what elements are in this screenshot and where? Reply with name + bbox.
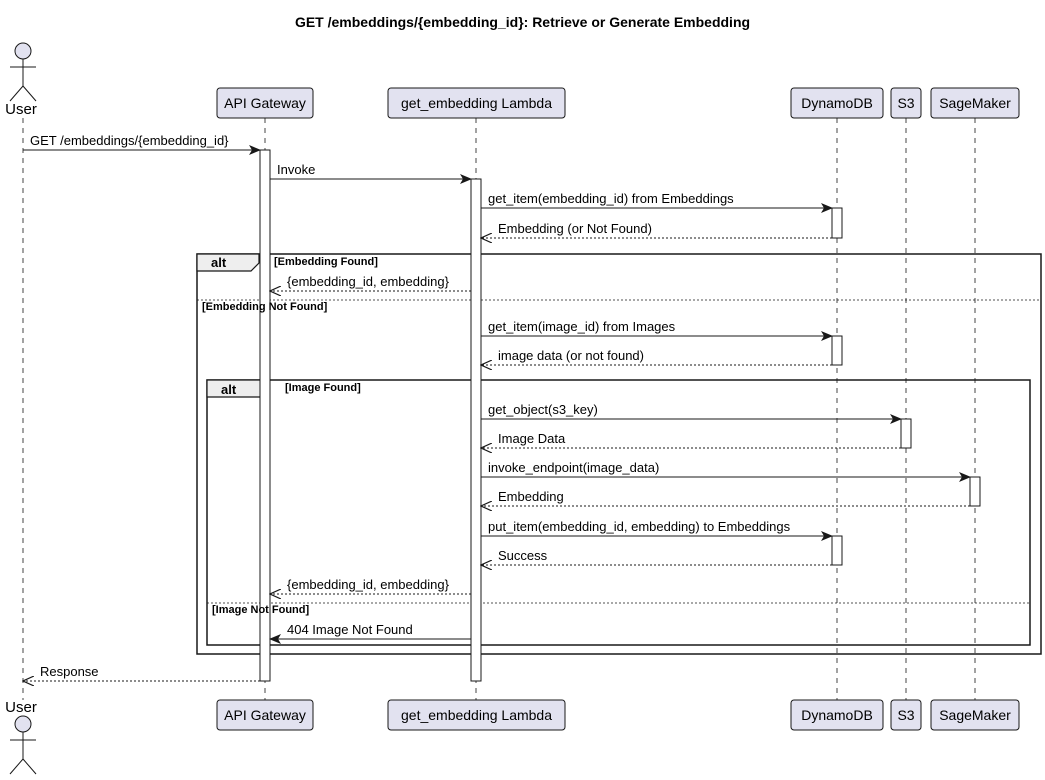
activation-bar-sm-5	[969, 476, 981, 507]
participant-name-s3-bottom: S3	[897, 707, 915, 723]
actor-name-top: User	[5, 101, 37, 118]
alt-keyword-1: alt	[221, 382, 237, 397]
message-label-11: put_item(embedding_id, embedding) to Emb…	[488, 519, 791, 534]
message-label-2: get_item(embedding_id) from Embeddings	[488, 191, 734, 206]
diagram-title: GET /embeddings/{embedding_id}: Retrieve…	[294, 14, 751, 30]
message-label-13: {embedding_id, embedding}	[287, 577, 449, 592]
participant-box-api-bottom	[216, 699, 314, 731]
message-label-8: Image Data	[498, 431, 566, 446]
activation-bar-s3-4	[900, 418, 912, 449]
message-label-3: Embedding (or Not Found)	[498, 221, 652, 236]
alt-guard-1-0: [Image Found]	[285, 382, 361, 394]
participant-name-lambda-top: get_embedding Lambda	[400, 95, 553, 111]
message-label-4: {embedding_id, embedding}	[287, 274, 449, 289]
message-label-6: image data (or not found)	[498, 348, 644, 363]
message-label-9: invoke_endpoint(image_data)	[488, 460, 660, 475]
message-label-5: get_item(image_id) from Images	[488, 319, 676, 334]
actor-leg-left-bottom	[9, 758, 24, 775]
activation-bar-ddb-2	[831, 207, 843, 239]
actor-name-bottom: User	[5, 699, 37, 716]
alt-guard-1-1: [Image Not Found]	[212, 604, 310, 616]
message-label-10: Embedding	[498, 489, 564, 504]
actor-leg-right-bottom	[22, 758, 37, 775]
activation-bar-api-0	[259, 149, 271, 682]
participant-name-s3-top: S3	[897, 95, 915, 111]
activation-bar-ddb-6	[831, 535, 843, 566]
participant-box-s3-top	[890, 87, 922, 119]
activation-bar-ddb-3	[831, 335, 843, 366]
message-label-14: 404 Image Not Found	[287, 622, 413, 637]
participant-name-sm-bottom: SageMaker	[939, 707, 1011, 723]
participant-box-lambda-top	[387, 87, 566, 119]
participant-box-sm-bottom	[930, 699, 1020, 731]
participant-name-api-bottom: API Gateway	[224, 707, 306, 723]
participant-box-ddb-bottom	[790, 699, 884, 731]
participant-name-sm-top: SageMaker	[939, 95, 1011, 111]
actor-leg-right-top	[22, 85, 37, 102]
alt-fragment-1	[206, 379, 1031, 646]
message-label-7: get_object(s3_key)	[488, 402, 598, 417]
participant-name-ddb-bottom: DynamoDB	[801, 707, 873, 723]
participant-box-s3-bottom	[890, 699, 922, 731]
participant-box-sm-top	[930, 87, 1020, 119]
alt-keyword-0: alt	[211, 255, 227, 270]
participant-box-lambda-bottom	[387, 699, 566, 731]
participant-box-api-top	[216, 87, 314, 119]
message-label-15: Response	[40, 664, 99, 679]
participant-box-ddb-top	[790, 87, 884, 119]
alt-guard-0-1: [Embedding Not Found]	[202, 301, 328, 313]
message-label-0: GET /embeddings/{embedding_id}	[30, 133, 229, 148]
message-label-12: Success	[498, 548, 548, 563]
alt-guard-0-0: [Embedding Found]	[274, 256, 378, 268]
participant-name-api-top: API Gateway	[224, 95, 306, 111]
alt-fragment-0	[196, 253, 1042, 655]
actor-leg-left-top	[9, 85, 24, 102]
alt-fragment-tab-0	[196, 253, 260, 272]
message-label-1: Invoke	[277, 162, 316, 177]
activation-bar-lambda-1	[470, 178, 482, 682]
participant-name-lambda-bottom: get_embedding Lambda	[400, 707, 553, 723]
participant-name-ddb-top: DynamoDB	[801, 95, 873, 111]
